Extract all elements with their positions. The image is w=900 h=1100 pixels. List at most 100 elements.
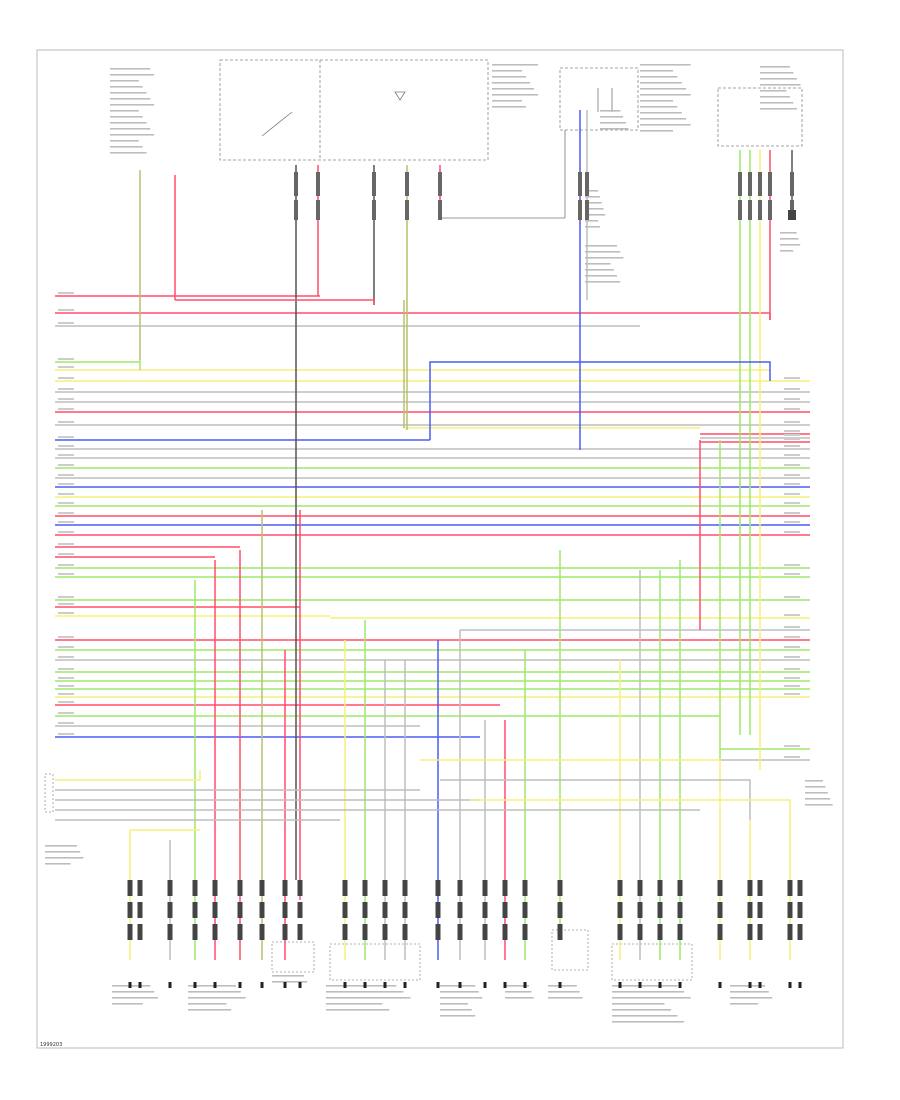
wire-color-label: [58, 512, 74, 514]
connector-pin: [657, 880, 663, 896]
wire-color-label: [784, 377, 800, 379]
label-text: [730, 1003, 759, 1005]
connector-pin: [382, 880, 388, 896]
connector-pin: [457, 924, 463, 940]
label-text: [640, 94, 691, 96]
label-text: [585, 214, 606, 216]
label-text: [110, 92, 147, 94]
connector-pin: [748, 172, 752, 196]
wire-color-label: [58, 573, 74, 575]
wire-color-label: [784, 421, 800, 423]
connector-pin: [127, 902, 133, 918]
connector-pin: [790, 172, 794, 196]
connector-pin: [717, 880, 723, 896]
label-text: [585, 275, 617, 277]
wire-color-label: [784, 646, 800, 648]
connector-pin: [294, 200, 298, 220]
label-text: [440, 997, 483, 999]
connector-pin: [259, 902, 265, 918]
connector-pin: [717, 924, 723, 940]
connector-terminal: [260, 982, 264, 988]
label-text: [492, 94, 538, 96]
label-text: [760, 108, 797, 110]
connector-pin: [457, 880, 463, 896]
label-text: [585, 196, 600, 198]
connector-pin: [382, 902, 388, 918]
connector-pin: [717, 902, 723, 918]
connector-pin: [167, 924, 173, 940]
label-text: [730, 997, 773, 999]
wire-color-label: [58, 454, 74, 456]
wire-color-label: [58, 636, 74, 638]
label-text: [110, 128, 151, 130]
connector-terminal: [298, 982, 302, 988]
connector-pin: [617, 902, 623, 918]
connector-terminal: [558, 982, 562, 988]
label-text: [640, 64, 691, 66]
connector-pin: [282, 924, 288, 940]
connector-pin: [768, 172, 772, 196]
connector-terminal: [343, 982, 347, 988]
label-text: [272, 975, 304, 977]
connector-terminal: [363, 982, 367, 988]
connector-pin: [557, 880, 563, 896]
label-text: [612, 1021, 685, 1023]
connector-pin: [192, 880, 198, 896]
connector-pin: [657, 902, 663, 918]
connector-pin: [758, 172, 762, 196]
wire-color-label: [58, 521, 74, 523]
label-text: [760, 96, 790, 98]
wire-color-label: [58, 483, 74, 485]
connector-pin: [372, 200, 376, 220]
connector-outline-right: [717, 87, 803, 147]
connector-pin: [482, 924, 488, 940]
connector-pin: [167, 902, 173, 918]
label-text: [780, 238, 799, 240]
connector-pin: [137, 924, 143, 940]
connector-pin: [435, 880, 441, 896]
connector-pin: [237, 880, 243, 896]
connector-pin: [237, 902, 243, 918]
label-text: [585, 263, 611, 265]
connector-pin: [282, 880, 288, 896]
label-text: [612, 991, 685, 993]
connector-pin: [502, 880, 508, 896]
label-text: [505, 991, 532, 993]
label-text: [780, 244, 801, 246]
label-text: [440, 1009, 472, 1011]
bottom-connectors: [127, 172, 803, 988]
label-text: [188, 985, 236, 987]
fuse-box-outline: [219, 59, 489, 161]
label-text: [805, 780, 823, 782]
wire-color-label: [58, 292, 74, 294]
label-text: [585, 245, 617, 247]
label-text: [272, 981, 308, 983]
connector-pin: [787, 924, 793, 940]
connector-pin: [502, 924, 508, 940]
connector-pin: [457, 902, 463, 918]
wire-color-label: [58, 733, 74, 735]
bottom-components: [44, 773, 693, 981]
connector-terminal: [383, 982, 387, 988]
label-text: [760, 78, 797, 80]
connector-pin: [747, 880, 753, 896]
connector-pin: [192, 902, 198, 918]
wire-color-label: [784, 564, 800, 566]
component-labels: [45, 64, 833, 1023]
wire-color-label: [784, 693, 800, 695]
connector-pin: [402, 924, 408, 940]
wire-color-label: [58, 596, 74, 598]
connector-pin: [362, 924, 368, 940]
connector-terminal: [758, 982, 762, 988]
wire-color-label: [58, 322, 74, 324]
label-text: [760, 102, 794, 104]
label-text: [548, 991, 580, 993]
label-text: [640, 130, 673, 132]
wire-color-label: [784, 596, 800, 598]
connector-pin: [677, 924, 683, 940]
wire-color-label: [58, 656, 74, 658]
label-text: [326, 991, 404, 993]
label-text: [110, 134, 155, 136]
label-text: [548, 985, 577, 987]
label-text: [45, 851, 81, 853]
